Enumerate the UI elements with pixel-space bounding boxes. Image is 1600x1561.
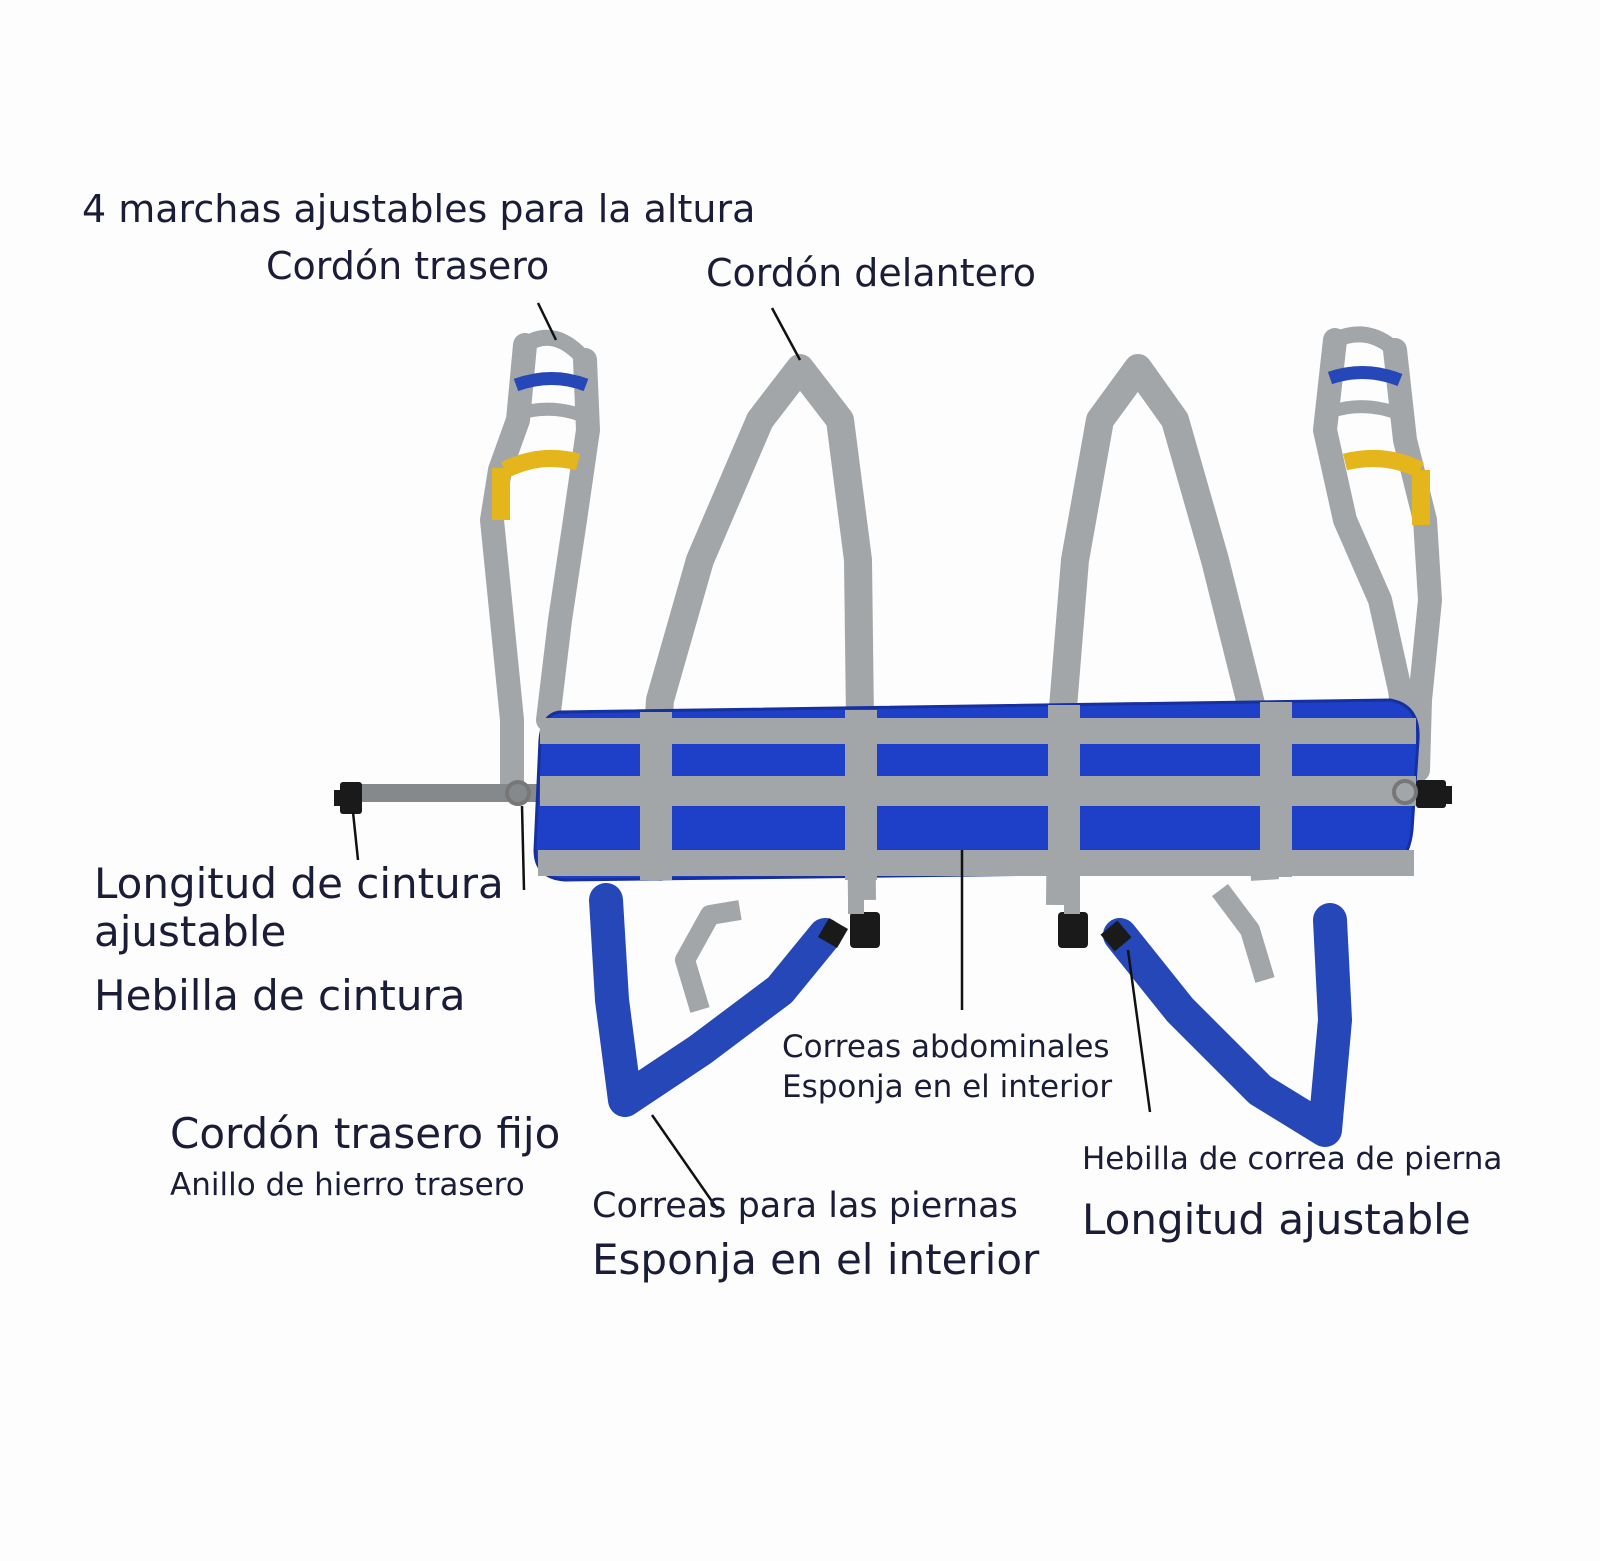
leader-waist-buckle xyxy=(520,805,526,891)
left-height-loops xyxy=(480,329,600,797)
label-abdominal-straps: Correas abdominales xyxy=(782,1029,1110,1065)
label-waist-length-line1: Longitud de cintura xyxy=(94,859,504,908)
label-waist-length-line2: ajustable xyxy=(94,907,287,956)
label-leg-buckle: Hebilla de correa de pierna xyxy=(1082,1141,1503,1177)
leader-rear-cord xyxy=(536,302,558,341)
label-rear-cord: Cordón trasero xyxy=(266,244,550,288)
label-fixed-rear-cord: Cordón trasero fijo xyxy=(170,1109,561,1158)
label-waist-buckle: Hebilla de cintura xyxy=(94,971,466,1020)
label-abdominal-sponge: Esponja en el interior xyxy=(782,1069,1113,1105)
leader-lines xyxy=(351,302,1152,1211)
right-leg-strap xyxy=(1100,884,1352,1147)
front-cord-strap xyxy=(634,354,876,901)
label-rear-iron-ring: Anillo de hierro trasero xyxy=(170,1167,525,1203)
leader-waist-length xyxy=(351,811,360,861)
label-front-cord: Cordón delantero xyxy=(706,251,1037,295)
label-adjustable-length: Longitud ajustable xyxy=(1082,1195,1471,1244)
abdominal-pad xyxy=(533,698,1452,882)
label-height-gears: 4 marchas ajustables para la altura xyxy=(82,187,756,231)
leader-front-cord xyxy=(770,307,802,361)
label-leg-straps: Correas para las piernas xyxy=(592,1186,1018,1226)
left-leg-strap xyxy=(589,883,849,1117)
label-leg-sponge: Esponja en el interior xyxy=(592,1235,1040,1284)
abdominal-buckles xyxy=(848,880,1088,948)
waist-strap xyxy=(334,780,550,814)
leader-leg-straps xyxy=(650,1114,720,1211)
right-front-cord-strap xyxy=(1046,354,1279,906)
leader-leg-buckle xyxy=(1126,949,1152,1113)
